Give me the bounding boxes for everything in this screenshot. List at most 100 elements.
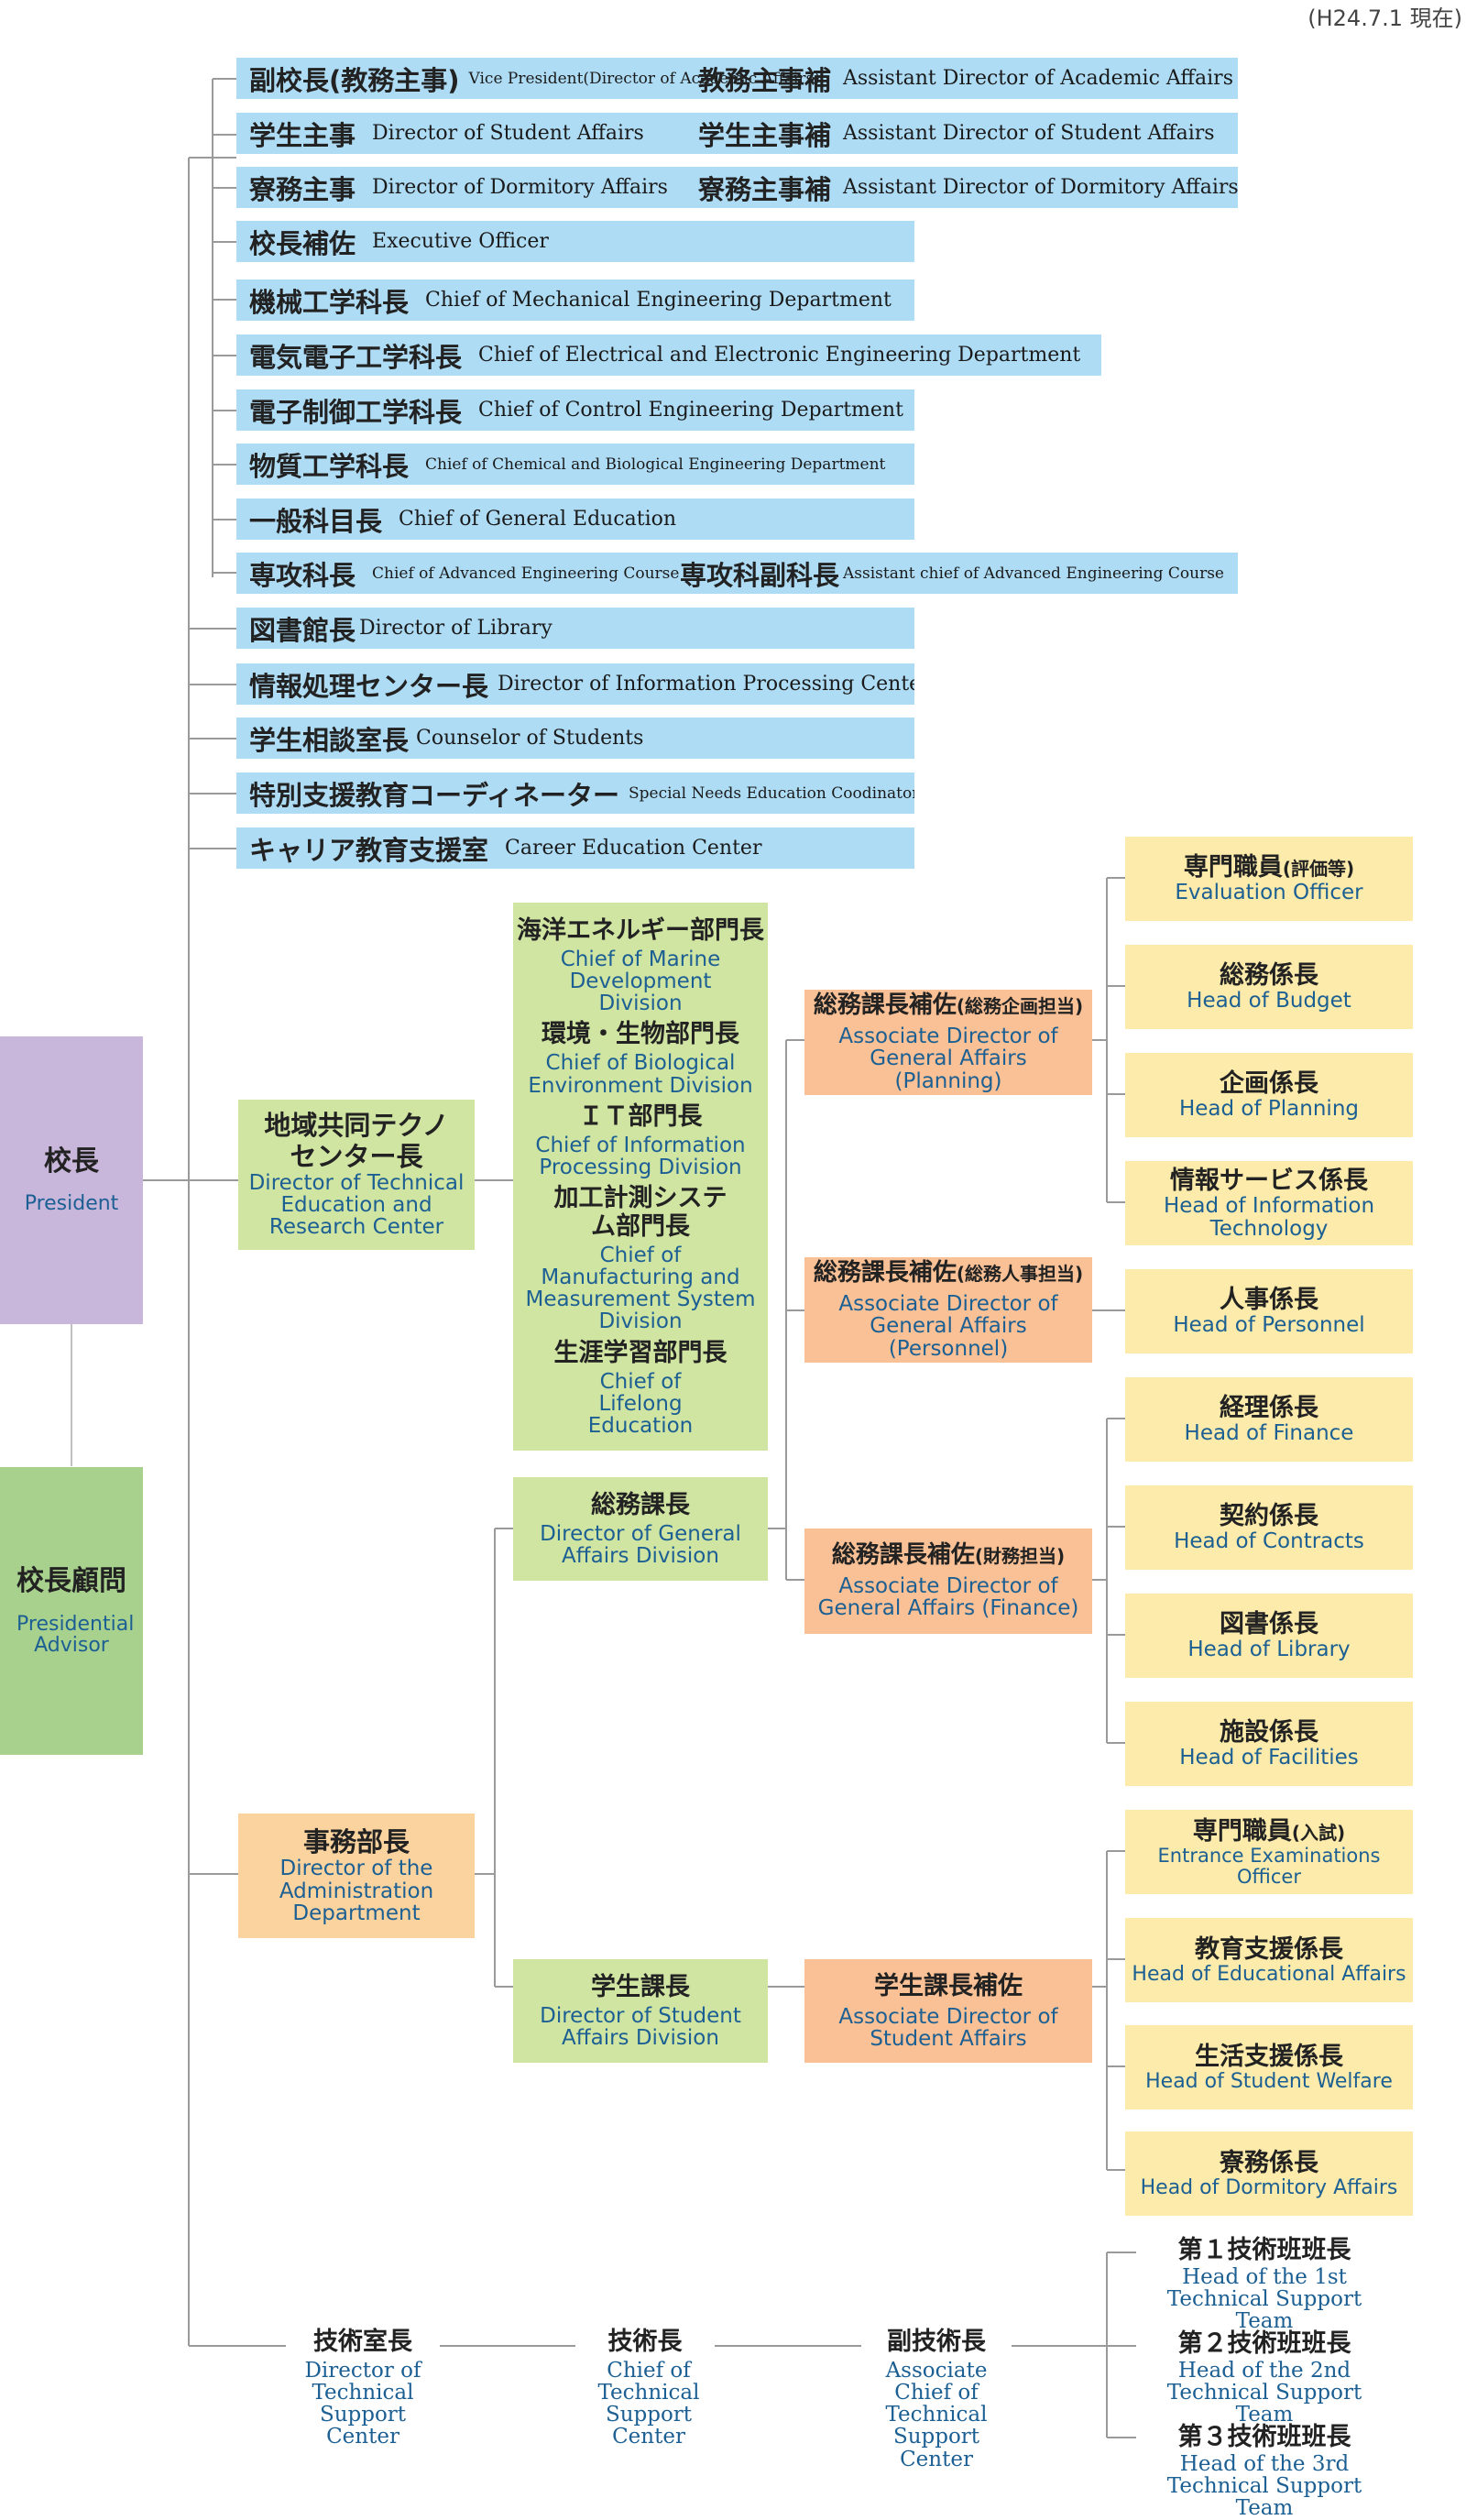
admin-director-en: Director of the Administration Departmen… (279, 1857, 434, 1925)
tech-jp: 技術長 (607, 2328, 683, 2356)
advisor-box: 校長顧問 Presidential Advisor (0, 1467, 143, 1755)
student-affairs-box: 学生課長 Director of Student Affairs Divisio… (513, 1959, 768, 2063)
bar-en: Special Needs Education Coodinator (628, 783, 914, 803)
team-en: Head of the 3rd Technical Support Team (1166, 2452, 1362, 2520)
head-en: Entrance Examinations Officer (1157, 1845, 1381, 1888)
bar-special-needs: 特別支援教育コーディネーター Special Needs Education C… (236, 772, 914, 814)
bar-jp: 特別支援教育コーディネーター (249, 779, 619, 811)
bar-en: Executive Officer (372, 230, 549, 253)
general-affairs-en: Director of General Affairs Division (540, 1521, 741, 1569)
head-box: 教育支援係長 Head of Educational Affairs (1125, 1918, 1413, 2002)
president-en: President (24, 1191, 119, 1215)
bar-jp: 副校長(教務主事) (249, 64, 460, 96)
head-jp-main: 施設係長 (1220, 1718, 1318, 1748)
team-jp: 第３技術班班長 (1177, 2423, 1351, 2451)
head-jp: 総務係長 (1220, 961, 1318, 990)
bar-info-center: 情報処理センター長 Director of Information Proces… (236, 663, 914, 705)
team-head: 第１技術班班長 Head of the 1st Technical Suppor… (1136, 2236, 1393, 2332)
bar-jp: 機械工学科長 (249, 286, 410, 318)
head-box: 経理係長 Head of Finance (1125, 1377, 1413, 1462)
tech-associate: 副技術長 Associate Chief of Technical Suppor… (861, 2328, 1012, 2471)
head-en: Evaluation Officer (1175, 881, 1363, 905)
bar-jp: 電子制御工学科長 (249, 396, 463, 428)
bar-en: Career Education Center (505, 837, 762, 860)
head-jp-main: 図書係長 (1220, 1610, 1318, 1639)
associate-jp-main: 総務課長補佐 (813, 1259, 957, 1287)
bar-en2: Assistant chief of Advanced Engineering … (843, 564, 1224, 583)
head-jp: 専門職員(入試) (1193, 1817, 1345, 1846)
student-affairs-en: Director of Student Affairs Division (540, 2003, 741, 2051)
head-jp-main: 情報サービス係長 (1170, 1167, 1368, 1196)
tech-en: Director of Technical Support Center (304, 2359, 421, 2449)
associate-en: Associate Director of General Affairs (P… (838, 1024, 1058, 1093)
bar-dormitory-affairs: 寮務主事 Director of Dormitory Affairs 寮務主事補… (236, 167, 1238, 208)
head-en: Head of Personnel (1173, 1313, 1365, 1338)
team-jp: 第１技術班班長 (1177, 2236, 1351, 2264)
tech-director: 技術室長 Director of Technical Support Cente… (286, 2328, 440, 2449)
admin-director-jp: 事務部長 (302, 1826, 410, 1858)
techno-center-jp: 地域共同テクノセンター長 (264, 1110, 449, 1172)
associate-en: Associate Director of General Affairs (F… (817, 1574, 1079, 1621)
team-head: 第３技術班班長 Head of the 3rd Technical Suppor… (1136, 2423, 1393, 2519)
head-jp: 寮務係長 (1220, 2149, 1318, 2177)
bar-library: 図書館長 Director of Library (236, 608, 914, 649)
advisor-jp: 校長顧問 (16, 1564, 126, 1597)
bar-control: 電子制御工学科長 Chief of Control Engineering De… (236, 389, 914, 431)
division-jp: 加工計測システム部門長 (553, 1183, 728, 1241)
bar-en2: Assistant Director of Student Affairs (843, 122, 1215, 145)
bar-jp: 専攻科長 (249, 559, 356, 591)
bar-jp2: 学生主事補 (698, 119, 832, 151)
head-jp-small: (評価等) (1282, 858, 1355, 881)
associate-jp-main: 総務課長補佐 (813, 992, 957, 1020)
head-box: 総務係長 Head of Budget (1125, 945, 1413, 1029)
head-jp: 施設係長 (1220, 1718, 1318, 1747)
tech-jp: 技術室長 (313, 2328, 412, 2356)
associate-planning-box: 総務課長補佐(総務企画担当) Associate Director of Gen… (804, 990, 1092, 1095)
head-en: Head of Contracts (1174, 1529, 1364, 1554)
general-affairs-box: 総務課長 Director of General Affairs Divisio… (513, 1477, 768, 1581)
head-jp-main: 教育支援係長 (1195, 1934, 1343, 1964)
head-jp: 情報サービス係長 (1170, 1167, 1368, 1195)
bar-jp2: 教務主事補 (698, 64, 832, 96)
head-en: Head of Student Welfare (1145, 2069, 1393, 2093)
bar-en: Director of Dormitory Affairs (372, 176, 668, 199)
bar-en2: Assistant Director of Academic Affairs (843, 67, 1233, 90)
head-box: 契約係長 Head of Contracts (1125, 1485, 1413, 1570)
head-box: 寮務係長 Head of Dormitory Affairs (1125, 2131, 1413, 2216)
division-en: Chief of Information Processing Division (535, 1133, 746, 1179)
head-jp: 企画係長 (1220, 1069, 1318, 1098)
head-box: 図書係長 Head of Library (1125, 1594, 1413, 1678)
head-box: 生活支援係長 Head of Student Welfare (1125, 2025, 1413, 2109)
bar-general-education: 一般科目長 Chief of General Education (236, 499, 914, 540)
associate-jp-main: 総務課長補佐 (831, 1541, 975, 1570)
team-en: Head of the 1st Technical Support Team (1166, 2265, 1362, 2334)
bar-en: Chief of Control Engineering Department (478, 399, 903, 422)
division-item: 海洋エネルギー部門長 Chief of Marine Development D… (517, 916, 764, 1014)
bar-jp: 物質工学科長 (249, 450, 410, 482)
division-item: 加工計測システム部門長 Chief of Manufacturing and M… (521, 1184, 760, 1333)
head-jp-main: 人事係長 (1220, 1286, 1318, 1315)
president-jp: 校長 (44, 1145, 99, 1178)
division-jp: 環境・生物部門長 (542, 1020, 739, 1049)
techno-center-box: 地域共同テクノセンター長 Director of Technical Educa… (238, 1100, 475, 1250)
head-jp: 人事係長 (1220, 1286, 1318, 1314)
division-jp: 生涯学習部門長 (553, 1338, 728, 1367)
division-en: Chief of Biological Environment Division (528, 1051, 753, 1098)
tech-jp: 副技術長 (887, 2328, 986, 2356)
bar-en: Chief of Electrical and Electronic Engin… (478, 344, 1081, 367)
advisor-en: Presidential Advisor (16, 1613, 135, 1658)
associate-student-box: 学生課長補佐 Associate Director of Student Aff… (804, 1959, 1092, 2063)
bar-jp: 寮務主事 (249, 173, 356, 205)
bar-en: Director of Student Affairs (372, 122, 644, 145)
head-en: Head of Finance (1184, 1421, 1354, 1446)
associate-jp: 総務課長補佐(財務担当) (831, 1541, 1065, 1570)
bar-jp2: 寮務主事補 (698, 173, 832, 205)
division-item: ＩＴ部門長 Chief of Information Processing Di… (526, 1102, 755, 1178)
associate-personnel-box: 総務課長補佐(総務人事担当) Associate Director of Gen… (804, 1257, 1092, 1363)
head-en: Head of Information Technology (1163, 1194, 1375, 1241)
associate-jp-main: 学生課長補佐 (874, 1971, 1023, 2000)
bar-jp: 電気電子工学科長 (249, 341, 463, 373)
head-jp: 教育支援係長 (1195, 1935, 1343, 1964)
date-label: (H24.7.1 現在) (1307, 5, 1462, 31)
head-jp: 契約係長 (1220, 1502, 1318, 1530)
